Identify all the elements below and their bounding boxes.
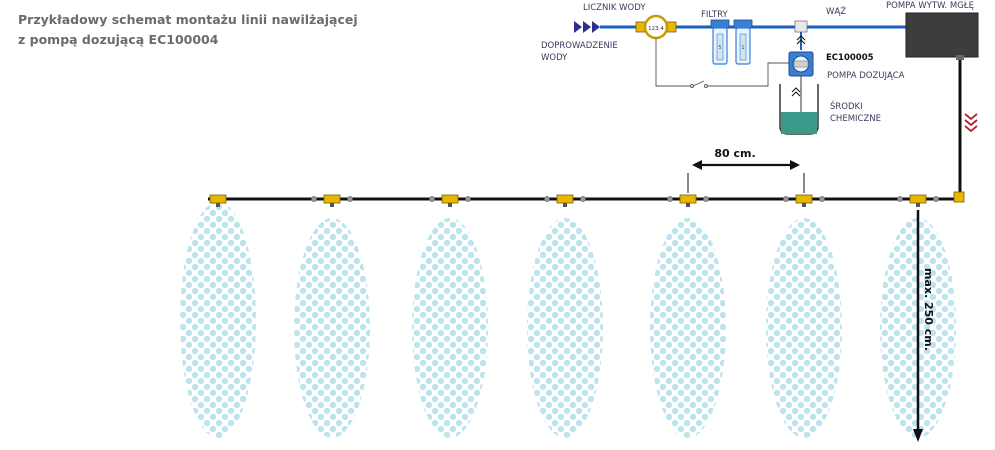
elbow-fitting: [953, 191, 965, 203]
label-hose: WĄŻ: [826, 7, 847, 17]
mist-cloud: [650, 218, 726, 438]
diagram-title: Przykładowy schemat montażu linii nawilż…: [18, 10, 378, 50]
nozzles: [209, 194, 939, 207]
pipe-clip: [580, 196, 586, 202]
dosing-pump: [788, 51, 814, 77]
pipe-clip: [311, 196, 317, 202]
filter-1: 5: [710, 19, 730, 65]
chemical-tank: [779, 84, 819, 135]
mist-pump: [905, 12, 979, 60]
mist-cloud: [180, 202, 256, 438]
label-mist-pump: POMPA WYTW. MGŁĘ: [886, 1, 974, 11]
nozzle: [544, 194, 586, 207]
max-length-label: max. 250 cm.: [922, 268, 935, 351]
pipe-clip: [667, 196, 673, 202]
tee-fitting: [794, 20, 808, 33]
mist-clouds: [180, 202, 956, 438]
nozzle: [209, 194, 227, 207]
water-meter: 123.4: [635, 14, 677, 40]
label-chemicals-2: CHEMICZNE: [830, 114, 882, 124]
nozzle: [311, 194, 353, 207]
pipe-clip: [703, 196, 709, 202]
meter-readout: 123.4: [648, 26, 664, 32]
mist-cloud: [294, 218, 370, 438]
flow-arrows-red: [964, 113, 978, 133]
label-doser-model: EC100005: [826, 53, 874, 63]
up-arrows-suction: [791, 87, 801, 97]
spacing-label: 80 cm.: [714, 147, 755, 160]
mist-cloud: [412, 218, 488, 438]
pipe-clip: [897, 196, 903, 202]
control-wire-2: [708, 62, 790, 87]
pipe-clip: [347, 196, 353, 202]
filter-1-label: 5: [718, 45, 721, 51]
title-line-1: Przykładowy schemat montażu linii nawilż…: [18, 12, 358, 27]
pipe-clip: [465, 196, 471, 202]
nozzle: [667, 194, 709, 207]
pipe-clip: [819, 196, 825, 202]
pipe-clip: [429, 196, 435, 202]
title-line-2: z pompą dozującą EC100004: [18, 32, 219, 47]
filter-2: 1: [733, 19, 753, 65]
pipe-clip: [544, 196, 550, 202]
up-arrows: [796, 35, 806, 45]
pipe-clip: [783, 196, 789, 202]
spacing-dimension: 80 cm.: [687, 147, 805, 193]
label-filters: FILTRY: [701, 10, 728, 20]
mist-cloud: [766, 218, 842, 438]
mist-cloud: [527, 218, 603, 438]
max-length-dimension: max. 250 cm.: [913, 210, 935, 442]
label-chemicals-1: ŚRODKI: [830, 102, 863, 112]
label-dosing-pump: POMPA DOZUJĄCA: [827, 71, 905, 81]
supply-arrows: [574, 21, 600, 33]
label-water-meter: LICZNIK WODY: [583, 3, 646, 13]
control-wire: [655, 38, 690, 87]
nozzle: [897, 194, 939, 207]
nozzle: [783, 194, 825, 207]
filter-2-label: 1: [741, 45, 744, 51]
label-water-supply-2: WODY: [541, 53, 568, 63]
switch: [690, 80, 708, 88]
tank-liquid: [781, 112, 817, 134]
label-water-supply-1: DOPROWADZENIE: [541, 41, 618, 51]
nozzle: [429, 194, 471, 207]
pipe-clip: [933, 196, 939, 202]
